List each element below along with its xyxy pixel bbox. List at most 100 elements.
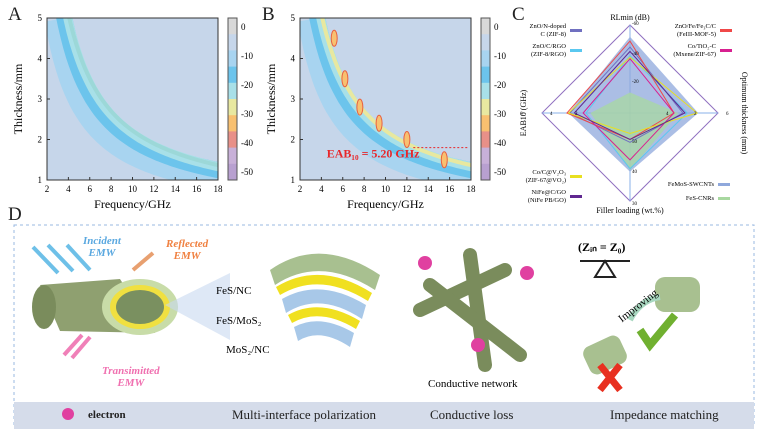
y-tick-label: 2 xyxy=(38,135,43,145)
legend-swatch xyxy=(720,49,732,52)
legend-label: ZnO/Fe/Fe₃C/C xyxy=(675,23,716,30)
layer-label: FeS/NC xyxy=(216,285,252,297)
x-tick-label: 14 xyxy=(424,184,434,194)
x-tick-label: 18 xyxy=(214,184,224,194)
colorbar-segment xyxy=(481,82,490,100)
y-tick-label: 5 xyxy=(291,13,296,23)
legend-label: (Mxene/ZIF-67) xyxy=(673,51,716,58)
colorbar-segment xyxy=(228,163,237,181)
radar-series xyxy=(573,50,686,140)
colorbar-tick-label: -20 xyxy=(494,80,506,90)
y-tick-label: 3 xyxy=(38,94,43,104)
x-tick-label: 4 xyxy=(66,184,71,194)
colorbar-tick-label: -30 xyxy=(241,109,253,119)
radar-tick-label: 2 xyxy=(575,112,578,117)
eab-annotation: EAB₁₀ = 5.20 GHz xyxy=(327,147,420,161)
electron-label: electron xyxy=(88,409,126,421)
radar-tick-label: 50 xyxy=(632,140,638,145)
colorbar-tick-label: -30 xyxy=(494,109,506,119)
conductive-network-icon xyxy=(413,248,527,372)
colorbar-tick-label: -40 xyxy=(241,138,253,148)
colorbar-segment xyxy=(228,18,237,35)
legend-swatch xyxy=(718,183,730,186)
legend-label: Co/C@V₂O₃ xyxy=(532,169,566,176)
colorbar-tick-label: -10 xyxy=(494,51,506,61)
legend-band xyxy=(14,402,754,429)
x-tick-label: 2 xyxy=(298,184,303,194)
x-tick-label: 12 xyxy=(149,184,158,194)
legend-label: Co/TiO₂-C xyxy=(688,43,716,50)
radar-series xyxy=(590,92,679,171)
colorbar-segment xyxy=(481,99,490,116)
x-tick-label: 8 xyxy=(109,184,114,194)
panel-label-a: A xyxy=(8,4,22,25)
colorbar-segment xyxy=(228,34,237,51)
contour-bands xyxy=(300,18,471,180)
colorbar-segment xyxy=(481,115,490,132)
x-axis-label: Frequency/GHz xyxy=(347,197,424,211)
mechanism-diagram xyxy=(13,224,755,426)
y-axis-label: Thickness/mm xyxy=(264,63,278,134)
panel-label-c: C xyxy=(512,4,525,25)
legend-label: (FeIII-MOF-5) xyxy=(677,31,716,38)
x-axis-label: Frequency/GHz xyxy=(94,197,171,211)
incident-arrows-icon xyxy=(31,243,92,275)
legend-label: C (ZIF-8) xyxy=(541,31,566,38)
x-tick-label: 16 xyxy=(192,184,202,194)
radar-tick-label: 6 xyxy=(726,112,729,117)
legend-swatch xyxy=(570,195,582,198)
colorbar-segment xyxy=(228,131,237,149)
colorbar-frame xyxy=(227,17,238,181)
colorbar-segment xyxy=(481,50,490,68)
colorbar-tick-label: -50 xyxy=(494,167,506,177)
rl-peak xyxy=(341,70,349,88)
transmitted-arrows-icon xyxy=(62,333,92,360)
colorbar-segment xyxy=(228,50,237,68)
axis-label-rlmin: RLmin (dB) xyxy=(610,13,650,22)
core-shell-tube-icon xyxy=(32,273,230,340)
colorbar-segment xyxy=(228,66,237,84)
radar-series xyxy=(567,56,699,135)
axis-label-filler: Filler loading (wt.%) xyxy=(596,206,664,215)
colorbar-segment xyxy=(481,147,490,165)
x-tick-label: 2 xyxy=(45,184,50,194)
axis-label-thickness: Optimum thickness (mm) xyxy=(740,72,749,155)
legend-label: (NiFe PB/GO) xyxy=(528,197,566,204)
radar-tick-label: 2 xyxy=(694,112,697,117)
legend-label: NiFe@C/GO xyxy=(531,189,566,196)
colorbar-segment xyxy=(228,99,237,116)
colorbar-segment xyxy=(228,82,237,100)
colorbar-tick-label: -40 xyxy=(494,138,506,148)
electron-icon xyxy=(62,408,74,420)
x-tick-label: 12 xyxy=(402,184,411,194)
radar-tick-label: -20 xyxy=(632,80,639,85)
y-tick-label: 3 xyxy=(291,94,296,104)
check-icon xyxy=(636,312,679,352)
reflected-arrow-icon xyxy=(131,251,155,272)
impedance-equation: (Zᵢₙ = Z₀) xyxy=(578,240,626,254)
panel-label-b: B xyxy=(262,4,275,25)
colorbar-frame xyxy=(480,17,491,181)
layer-label: MoS₂/NC xyxy=(226,344,270,356)
electron-icon xyxy=(418,256,432,270)
conductive-loss-label: Conductive loss xyxy=(430,407,514,422)
rl-peak xyxy=(403,131,411,148)
colorbar-tick-label: -50 xyxy=(241,167,253,177)
colorbar-segment xyxy=(228,147,237,165)
y-tick-label: 4 xyxy=(38,54,43,64)
legend-label: ZnO/C/RGO xyxy=(532,43,566,50)
colorbar-segment xyxy=(481,18,490,35)
legend-label: (ZIF-67@VO₂) xyxy=(526,177,566,184)
rl-peak xyxy=(440,151,448,169)
colorbar-segment xyxy=(228,115,237,132)
rl-peak xyxy=(356,98,364,116)
x-tick-label: 6 xyxy=(341,184,346,194)
radar-tick-label: 40 xyxy=(632,170,638,175)
colorbar-tick-label: -10 xyxy=(241,51,253,61)
y-tick-label: 5 xyxy=(38,13,43,23)
